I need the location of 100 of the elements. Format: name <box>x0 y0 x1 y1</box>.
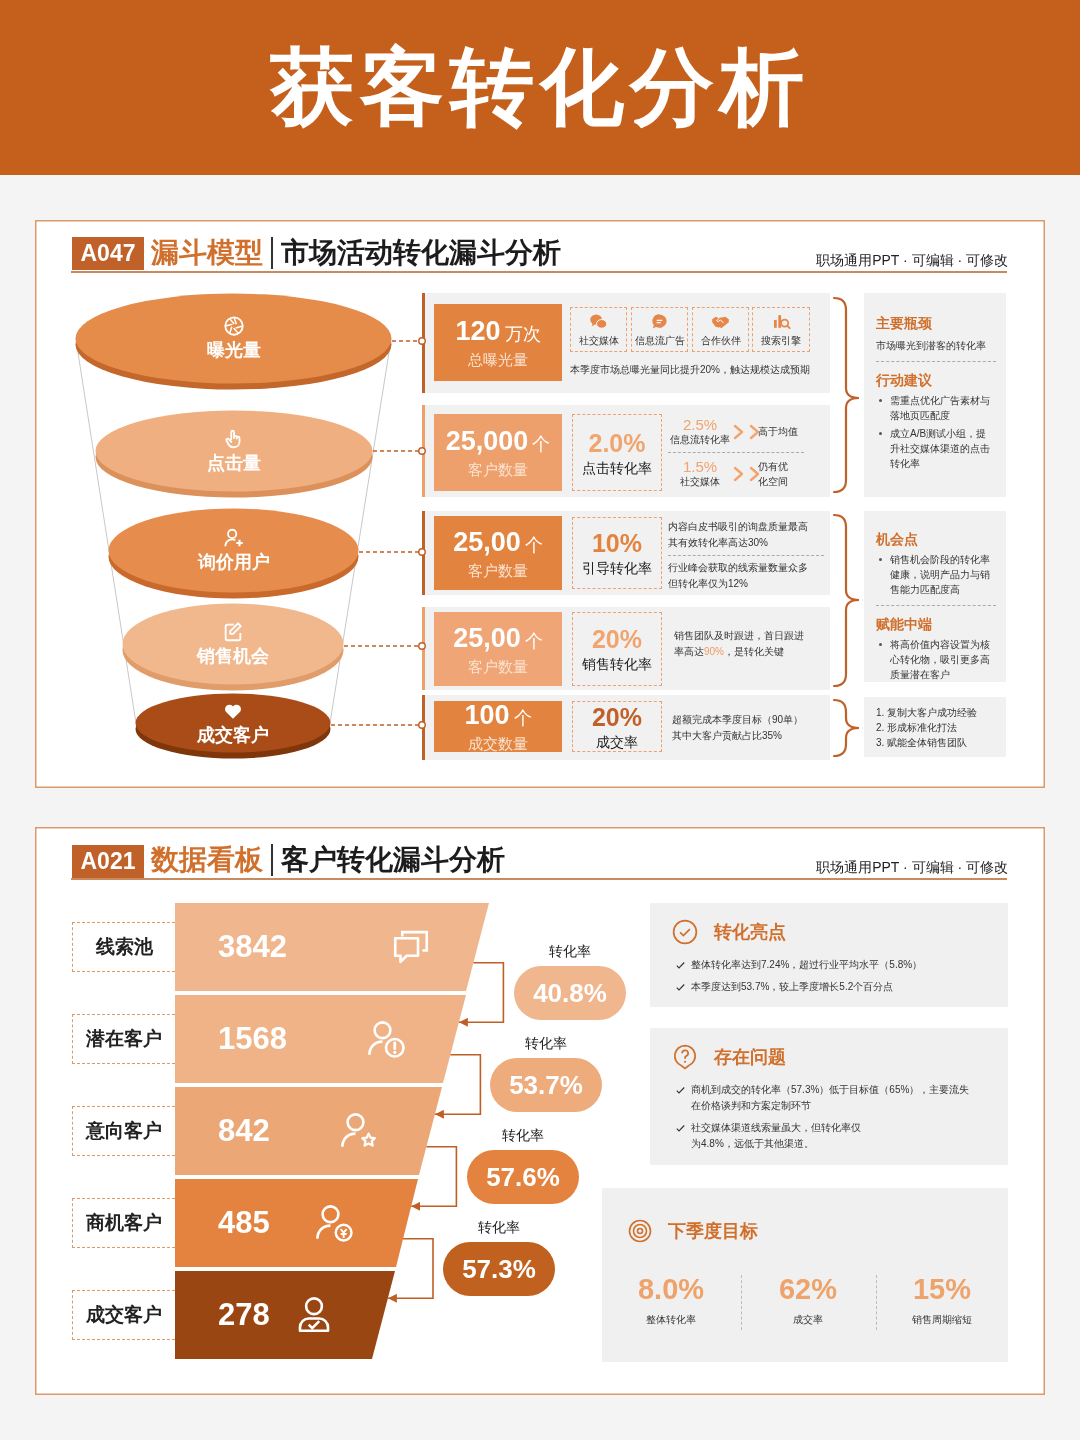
rate-name: 引导转化率 <box>582 559 652 578</box>
rate-caption: 转化率 <box>549 942 591 960</box>
funnel-layer <box>175 995 466 1083</box>
note-text: 仍有优化空间 <box>758 459 790 489</box>
row-note: 行业峰会获取的线索量数量众多但转化率仅为12% <box>668 561 809 591</box>
section-title: 市场活动转化漏斗分析 <box>281 236 561 270</box>
stage-label: 询价用户 <box>197 551 270 573</box>
section-title: 客户转化漏斗分析 <box>281 843 505 877</box>
stage-label: 销售机会 <box>197 644 269 667</box>
metric-caption: 客户数量 <box>468 560 528 581</box>
elbow-arrow <box>387 1238 434 1303</box>
channel-name: 信息流广告 <box>634 333 685 348</box>
panel-card <box>35 827 1045 1395</box>
list-item: 商机到成交的转化率（57.3%）低于目标值（65%），主要流失在价格谈判和方案定制环节 <box>691 1083 971 1113</box>
row-note: 本季度市场总曝光量同比提升20%，触达规模达成预期 <box>570 363 811 377</box>
rate-name: 成交率 <box>596 732 638 752</box>
rate-value: 2.0% <box>588 427 646 458</box>
stat-row <box>422 607 830 690</box>
card-heading: 下季度目标 <box>668 1220 758 1243</box>
rate-value: 57.6% <box>486 1161 560 1193</box>
list-item: 销售机会阶段的转化率健康，说明产品力与销售能力匹配度高 <box>876 552 996 597</box>
elbow-arrow <box>410 1146 458 1211</box>
insight-card <box>650 1028 1008 1165</box>
tagline: 职场通用PPT · 可编辑 · 可修改 <box>816 859 1008 877</box>
metric-card <box>434 414 562 491</box>
channel-box <box>570 307 627 352</box>
rate-value: 53.7% <box>509 1069 583 1101</box>
stat-row <box>422 695 830 760</box>
section-heading: 漏斗模型 <box>151 236 263 270</box>
note-text: 高于均值 <box>758 424 800 440</box>
metric-card <box>434 612 562 686</box>
dashed-connector <box>391 337 426 345</box>
stat-row <box>422 293 830 393</box>
rate-box <box>572 414 662 491</box>
rate-name: 销售转化率 <box>582 655 652 674</box>
insight-card <box>650 903 1008 1007</box>
list-item: 成立A/B测试小组，提升社交媒体渠道的点击转化率 <box>876 426 996 471</box>
rate-pill <box>514 966 626 1020</box>
rate-name: 信息流转化率 <box>670 433 730 447</box>
channel-box <box>752 307 810 352</box>
metric-caption: 客户数量 <box>468 460 528 480</box>
stage-name: 潜在客户 <box>86 1027 162 1051</box>
row-note: 销售团队及时跟进，首日跟进率高达90%，是转化关键 <box>674 629 805 659</box>
elbow-arrow <box>434 1054 482 1119</box>
list-item: 2. 形成标准化打法 <box>876 721 958 735</box>
card-heading: 主要瓶颈 <box>876 314 932 333</box>
funnel-layer <box>175 903 489 991</box>
rate-pill <box>490 1058 602 1112</box>
channel-box <box>692 307 749 352</box>
insight-card <box>864 511 1006 682</box>
list-item: 整体转化率达到7.24%，超过行业平均水平（5.8%） <box>691 958 923 972</box>
stage-name: 线索池 <box>95 935 153 959</box>
list-item: 本季度达到53.7%，较上季度增长5.2个百分点 <box>691 980 894 994</box>
code-tag: A021 <box>72 845 144 878</box>
dashed-connector <box>330 721 426 729</box>
card-text: 市场曝光到潜客的转化率 <box>876 339 987 353</box>
metric-caption: 成交数量 <box>468 734 528 754</box>
chevron-arrow <box>733 424 760 440</box>
metric-caption: 客户数量 <box>468 656 528 677</box>
rate-pill <box>467 1150 579 1204</box>
row-note: 内容白皮书吸引的询盘质量最高其有效转化率高达30% <box>668 520 809 550</box>
chevron-arrow <box>733 466 760 482</box>
stage-name: 商机客户 <box>86 1211 162 1235</box>
code-tag: A047 <box>72 237 144 270</box>
goal-value: 62% <box>779 1272 837 1306</box>
rate-value: 20% <box>591 624 642 654</box>
stage-label: 曝光量 <box>206 339 261 361</box>
funnel-ellipse <box>75 293 392 390</box>
list-item: 将高价值内容设置为核心转化物，吸引更多高质量潜在客户 <box>876 637 996 682</box>
stage-count: 3842 <box>218 928 287 966</box>
stage-name: 成交客户 <box>86 1303 162 1327</box>
list-item: 社交媒体渠道线索量虽大，但转化率仅为4.8%，远低于其他渠道。 <box>691 1121 862 1151</box>
stage-count: 278 <box>218 1296 270 1334</box>
channel-name: 合作伙伴 <box>700 333 741 348</box>
card-heading: 行动建议 <box>876 371 932 390</box>
rate-box <box>572 517 662 589</box>
panel-card <box>35 220 1045 788</box>
rate-caption: 转化率 <box>478 1218 520 1236</box>
metric-card <box>434 304 562 381</box>
row-note: 超额完成本季度目标（90单）其中大客户贡献占比35% <box>672 713 805 743</box>
funnel-ellipse <box>135 693 331 759</box>
dashed-connector <box>358 548 426 556</box>
rate-value: 20% <box>591 701 642 732</box>
tagline: 职场通用PPT · 可编辑 · 可修改 <box>816 252 1008 270</box>
metric-caption: 总曝光量 <box>468 350 528 370</box>
dashed-connector <box>343 642 426 650</box>
rate-value: 1.5% <box>682 459 718 475</box>
list-item: 3. 赋能全体销售团队 <box>876 736 968 750</box>
funnel-layer <box>175 1179 418 1267</box>
funnel-layer <box>175 1271 395 1359</box>
rate-value: 2.5% <box>682 417 718 433</box>
funnel-ellipse <box>108 508 359 599</box>
card-heading: 存在问题 <box>714 1046 786 1069</box>
rate-box <box>572 701 662 752</box>
metric-card <box>434 701 562 752</box>
stage-label: 点击量 <box>207 451 261 474</box>
list-item: 需重点优化广告素材与落地页匹配度 <box>876 393 996 423</box>
goal-card <box>602 1188 1008 1362</box>
stage-label: 成交客户 <box>197 723 269 746</box>
rate-value: 10% <box>591 528 642 558</box>
